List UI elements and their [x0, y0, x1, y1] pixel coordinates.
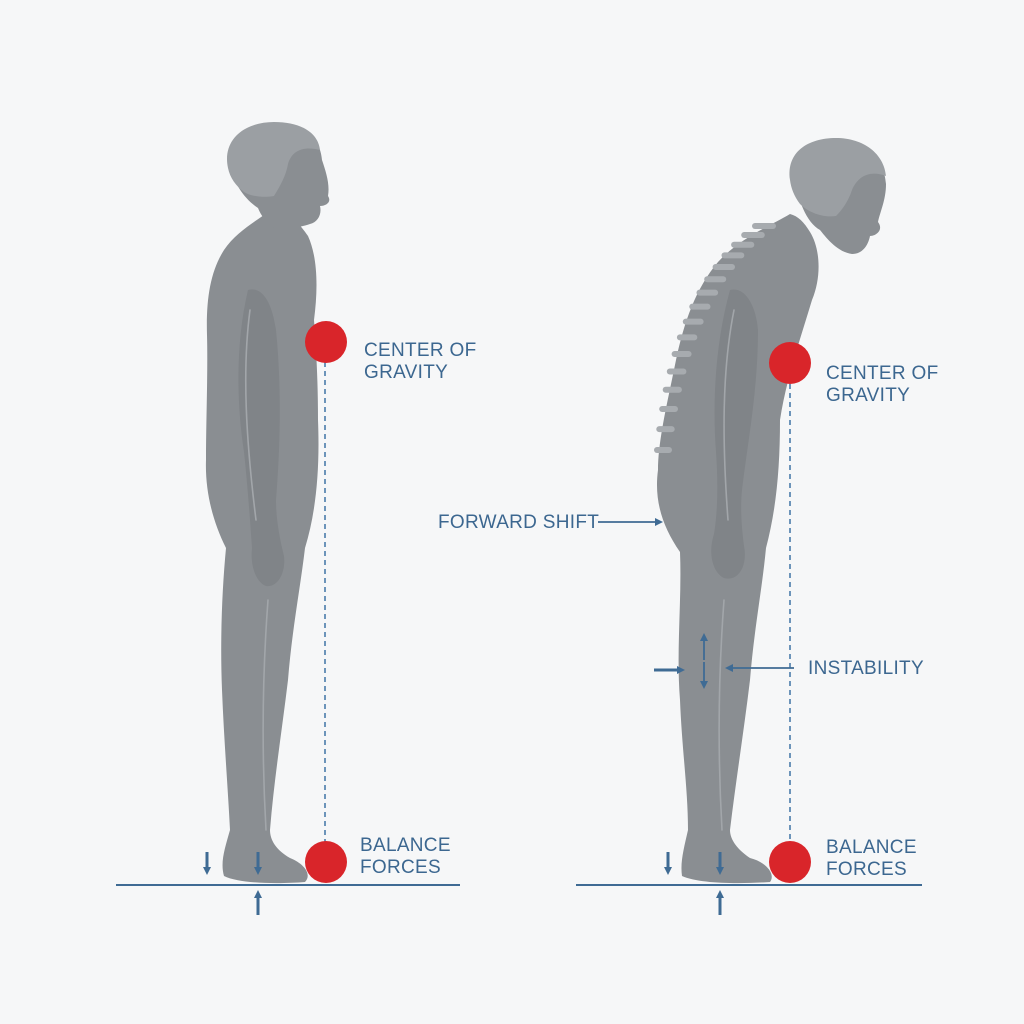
upright-arm-contour	[244, 309, 257, 521]
instability-label: INSTABILITY	[808, 658, 924, 679]
stooped-arm	[711, 289, 758, 579]
left-balance-forces-label: BALANCE FORCES	[360, 835, 451, 878]
left-center-of-gravity-label: CENTER OF GRAVITY	[364, 340, 477, 383]
right-balance-point-marker	[769, 841, 811, 883]
stooped-hair	[789, 138, 886, 217]
vertebra	[731, 241, 755, 248]
upright-figure	[205, 122, 330, 884]
stooped-figure	[654, 138, 886, 884]
vertebra	[659, 406, 678, 412]
upright-arm	[238, 289, 285, 587]
vertebra	[721, 252, 745, 259]
vertebra	[741, 232, 765, 238]
right-force-arrows	[664, 852, 724, 915]
left-balance-point-marker	[305, 841, 347, 883]
vertebra	[662, 386, 682, 393]
stooped-arm-contour	[723, 309, 735, 521]
vertebra	[682, 318, 704, 325]
left-center-of-gravity-marker	[305, 321, 347, 363]
spine-vertebrae	[654, 223, 776, 453]
vertebra	[704, 276, 727, 283]
instability-arrows	[654, 633, 794, 689]
stooped-leg-contour	[718, 599, 725, 831]
upright-leg-contour	[262, 599, 269, 831]
vertebra	[654, 447, 672, 453]
right-balance-forces-label: BALANCE FORCES	[826, 837, 917, 880]
right-center-of-gravity-marker	[769, 342, 811, 384]
vertebra	[666, 368, 687, 375]
vertebra	[671, 351, 692, 357]
forward-shift-label: FORWARD SHIFT	[438, 512, 600, 533]
left-force-arrows	[203, 852, 262, 915]
vertebra	[752, 223, 776, 229]
vertebra	[689, 303, 711, 310]
vertebra	[696, 289, 719, 296]
vertebra	[712, 264, 735, 270]
vertebra	[656, 426, 675, 433]
right-center-of-gravity-label: CENTER OF GRAVITY	[826, 363, 939, 406]
upright-hair	[227, 122, 320, 197]
vertebra	[676, 334, 698, 341]
